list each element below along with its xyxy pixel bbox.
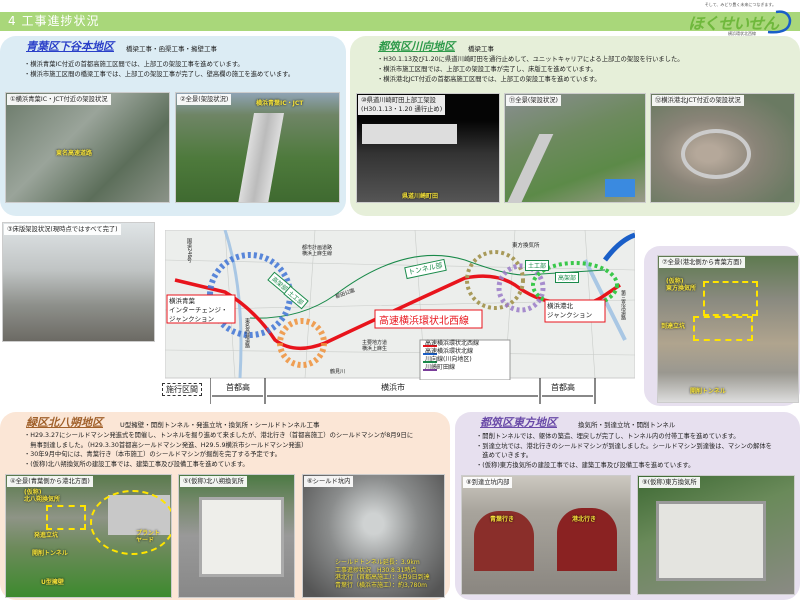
higashikata-title: 都筑区東方地区 xyxy=(480,416,557,429)
aoba-works: 橋梁工事・函渠工事・擁壁工事 xyxy=(126,45,217,53)
higashikata-label: 東方換気所 xyxy=(512,243,540,249)
hokuseisen-logo: そして、みどり豊く未来につなぎます。 ほくせいせん 横浜環状北西線 xyxy=(646,2,796,38)
earthwork-label-kohoku: 土工部 xyxy=(525,260,550,271)
aoba-title: 青葉区下谷本地区 xyxy=(26,40,114,53)
section-shutoko-1: 首都高 xyxy=(226,383,250,392)
photo-10: ⑩県道川崎町田上部工架設(H30.1.13・1.20 通行止め) 県道川崎町田 xyxy=(356,93,500,203)
photo-5: ⑤(仮称)北八朔換気所 xyxy=(178,474,295,598)
section-header: 4 工事進捗状況 xyxy=(0,12,800,31)
logo-sub: 横浜環状北西線 xyxy=(728,31,756,36)
higashikata-works: 換気所・到達立坑・開削トンネル xyxy=(578,421,676,429)
kawamuko-bullets: ・H30.1.13及び1.20に県道川崎町田を通行止めして、ユニットキャリアによ… xyxy=(377,56,684,83)
map-legend: 高速横浜環状北西線高速横浜環状北線川向線(川向地区)川崎町田線 xyxy=(425,340,480,371)
road-kamiasao: 都市計画道路 横浜上麻生線 xyxy=(302,245,333,257)
kawamuko-title: 都筑区川向地区 xyxy=(378,40,455,53)
road-daisan: 第三京浜道路 xyxy=(620,290,626,320)
bridge-label-kohoku: 高架部 xyxy=(555,272,580,283)
photo-2: ②全景(架設状況) 横浜青葉IC・JCT xyxy=(175,92,340,203)
aoba-jct-label: 横浜青葉 インターチェンジ・ ジャンクション xyxy=(169,297,228,323)
kawamuko-works: 橋梁工事 xyxy=(468,45,494,53)
midori-bullets: ・H29.3.27にシールドマシン発進式を開催し、トンネルを掘り進めて来ましたが… xyxy=(24,432,414,468)
road-246: 国道246号 xyxy=(186,238,192,263)
photo-8: ⑧到達立坑内部 青葉行き 港北行き xyxy=(461,475,631,595)
section-label: 施行区間 xyxy=(162,383,202,396)
logo-arc-icon xyxy=(767,10,792,34)
section-yokohama: 横浜市 xyxy=(381,383,405,392)
section-shutoko-2: 首都高 xyxy=(551,383,575,392)
road-shuyo: 主要地方道 横浜上麻生 xyxy=(362,340,388,352)
logo-name: ほくせいせん xyxy=(687,14,779,33)
photo-9: ⑨(仮称)東方換気所 xyxy=(637,475,795,595)
photo-1: ①横浜青葉IC・JCT付近の架設状況 東名高速道路 xyxy=(5,92,170,203)
photo-12: ⑫横浜港北JCT付近の架設状況 xyxy=(650,93,795,203)
aoba-bullets: ・横浜青葉IC付近の首都高施工区間では、上部工の架設工事を進めています。・横浜市… xyxy=(24,61,295,78)
road-tomei: 東名高速道路 xyxy=(244,318,250,348)
higashikata-bullets: ・開削トンネルでは、躯体の築造、埋戻しが完了し、トンネル内の付帯工事を進めていま… xyxy=(476,433,772,469)
river-label: 鶴見川 xyxy=(330,369,346,375)
kawamuko-line xyxy=(249,254,606,319)
midori-title: 緑区北八朔地区 xyxy=(26,416,103,429)
logo-tagline: そして、みどり豊く未来につなぎます。 xyxy=(704,2,776,7)
photo-7: ⑦全景(港北側から青葉方面) (仮称) 東方換気所 到達立坑 開削トンネル xyxy=(657,255,799,403)
kohoku-jct-label: 横浜港北 ジャンクション xyxy=(547,302,593,319)
midori-works: U型擁壁・開削トンネル・発進立坑・換気所・シールドトンネル工事 xyxy=(120,421,320,429)
kita-line xyxy=(603,232,635,262)
photo-3: ③床版架設状況(現時点ではすべて完了) xyxy=(2,222,155,342)
photo-11: ⑪全景(架設状況) xyxy=(504,93,646,203)
photo-4: ④全景(青葉側から港北方面) (仮称) 北八朔換気所 発進立坑 開削トンネル U… xyxy=(5,474,172,598)
route-name: 高速横浜環状北西線 xyxy=(379,316,469,327)
section-arrows xyxy=(210,378,596,404)
legend-lines xyxy=(423,345,437,371)
